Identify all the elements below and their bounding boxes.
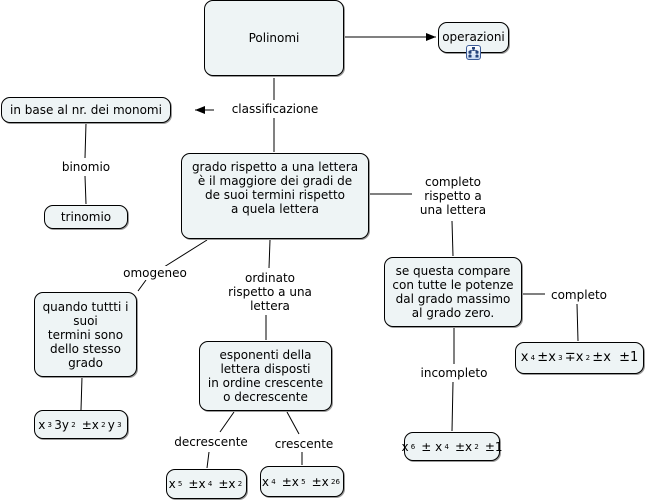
link-omogeneo-quando [137,279,147,292]
math-exponent: 4 [528,354,538,362]
math-term: x [401,439,409,454]
link-label-binomio: binomio [55,160,117,174]
math-exponent: 4 [268,477,278,486]
node-incompleto-example[interactable]: x 6 ± x 4 ±x 2 ±1 [401,432,503,461]
link-label-classificazione: classificazione [225,102,325,116]
math-exponent: 3 [555,354,565,362]
node-omogeneo-example[interactable]: x 3 3y 2 ±x 2 y 3 [34,410,128,439]
math-term: x [520,350,529,365]
math-exponent: 5 [298,477,308,486]
link-binomio-trinomio [84,175,87,205]
node-decrescente-example[interactable]: x 5 ±x 4 ±x 2 [166,469,247,499]
math-term: ±x [451,439,473,454]
math-exponent: 4 [205,480,215,488]
math-term: y [107,417,115,432]
math-term: ±x [277,474,299,489]
link-label-completo: completo [545,288,613,302]
math-exponent: 2 [583,354,593,362]
math-term: ±x [184,477,206,491]
math-term: ±1 [481,439,503,454]
node-grado-rispetto[interactable]: grado rispetto a una lettera è il maggio… [181,153,369,239]
math-term: ± x [417,439,443,454]
node-se-questa[interactable]: se questa compare con tutte le potenze d… [384,257,522,327]
link-label-omogeneo: omogeneo [118,266,192,280]
math-exponent: 3 [114,420,124,429]
math-exponent: 6 [408,442,418,451]
node-polinomi[interactable]: Polinomi [204,0,344,76]
hierarchy-glyph [468,47,479,58]
link-label-decrescente: decrescente [170,435,252,449]
node-esponenti[interactable]: esponenti della lettera disposti in ordi… [199,341,332,411]
link-completo-rispetto-sequesta [451,220,454,257]
math-term: ∓x [564,350,584,365]
link-grado-omogeneo [163,239,208,268]
math-term: ±x [77,417,99,432]
node-crescente-example[interactable]: x 4 ±x 5 ±x 26 [260,466,344,497]
math-exponent: 3 [45,420,55,429]
link-label-completo-rispetto: completo rispetto a una lettera [412,175,494,217]
link-label-incompleto: incompleto [416,366,492,380]
submap-hierarchy-icon[interactable] [466,45,481,60]
math-exponent: 2 [68,420,78,429]
math-term: 3y [54,417,69,432]
node-quando-tutti[interactable]: quando tuttti i suoi termini sono dello … [34,292,137,377]
link-esponenti-crescente [286,411,300,435]
math-term: ±x ±1 [592,350,639,365]
link-esponenti-decrescente [219,411,235,433]
math-exponent: 5 [175,480,185,488]
math-term: ±x [214,477,236,491]
math-exponent: 2 [98,420,108,429]
math-term: x [38,417,46,432]
link-label-crescente: crescente [271,437,337,451]
node-trinomio[interactable]: trinomio [44,205,128,229]
math-exponent: 26 [328,477,343,486]
link-grado-ordinato [268,239,271,269]
node-completo-example[interactable]: x 4 ±x 3 ∓x 2 ±x ±1 [515,342,644,374]
link-decrescente-example [206,451,210,469]
math-exponent: 4 [442,442,452,451]
link-label-ordinato: ordinato rispetto a una lettera [219,271,321,313]
math-term: ±x [537,350,556,365]
link-monomi-binomio [84,122,87,159]
math-exponent: 2 [472,442,482,451]
link-incompleto-example [451,381,454,432]
math-exponent: 2 [235,480,245,488]
node-in-base-monomi[interactable]: in base al nr. dei monomi [1,97,171,123]
math-term: x [168,477,176,491]
link-completo-example [576,303,579,342]
link-quando-example [80,376,83,411]
math-term: x [261,474,269,489]
math-term: ±x [307,474,329,489]
